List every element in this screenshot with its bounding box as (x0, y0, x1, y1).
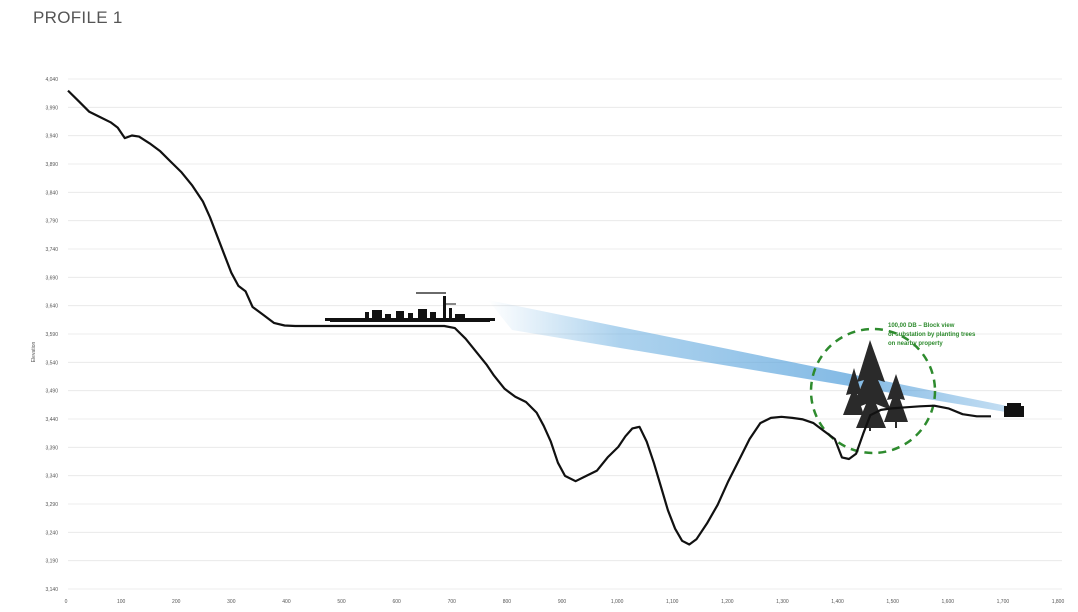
y-tick-label: 3,340 (45, 474, 58, 480)
x-tick-label: 1,100 (666, 599, 679, 605)
y-tick-label: 3,190 (45, 559, 58, 565)
y-tick-label: 3,790 (45, 219, 58, 225)
x-tick-label: 700 (448, 599, 457, 605)
x-tick-label: 1,000 (611, 599, 624, 605)
y-tick-label: 3,240 (45, 530, 58, 536)
y-tick-label: 3,940 (45, 134, 58, 140)
x-tick-label: 1,700 (997, 599, 1010, 605)
x-tick-label: 800 (503, 599, 512, 605)
y-tick-label: 3,990 (45, 105, 58, 111)
x-tick-label: 300 (227, 599, 236, 605)
y-tick-label: 3,640 (45, 304, 58, 310)
page-title: PROFILE 1 (33, 8, 123, 27)
x-tick-label: 1,300 (776, 599, 789, 605)
y-tick-label: 3,590 (45, 332, 58, 338)
x-tick-label: 1,600 (942, 599, 955, 605)
y-tick-label: 4,040 (45, 77, 58, 83)
y-axis-label: Elevation (31, 342, 37, 363)
x-tick-label: 600 (392, 599, 401, 605)
terrain-profile-line (67, 89, 991, 546)
y-tick-label: 3,840 (45, 190, 58, 196)
y-tick-label: 3,890 (45, 162, 58, 168)
annotation-line-2: of substation by planting trees (888, 332, 976, 338)
y-tick-label: 3,390 (45, 445, 58, 451)
annotation-text: 100,00 DB – Block view of substation by … (888, 323, 976, 347)
x-tick-label: 0 (65, 599, 68, 605)
x-tick-label: 1,400 (831, 599, 844, 605)
annotation-line-1: 100,00 DB – Block view (888, 323, 955, 329)
sightline-cone (488, 300, 1012, 413)
y-tick-label: 3,690 (45, 275, 58, 281)
x-tick-label: 500 (337, 599, 346, 605)
y-tick-label: 3,140 (45, 587, 58, 593)
house-icon (1004, 403, 1024, 417)
y-tick-label: 3,440 (45, 417, 58, 423)
y-tick-label: 3,490 (45, 389, 58, 395)
x-tick-label: 400 (282, 599, 291, 605)
tree-icon (843, 340, 908, 431)
y-axis-tick-labels: 3,140 3,190 3,240 3,290 3,340 3,390 3,440 3,490… (45, 77, 58, 593)
x-tick-label: 100 (117, 599, 126, 605)
x-tick-label: 900 (558, 599, 567, 605)
x-tick-label: 1,500 (886, 599, 899, 605)
annotation-circle (809, 327, 937, 455)
x-tick-label: 200 (172, 599, 181, 605)
x-axis-tick-labels: 0 100 200 300 400 500 600 700 800 900 1,000 1,100 1,… (65, 599, 1065, 605)
annotation-line-3: on nearby property (888, 341, 943, 347)
substation-icon (325, 292, 495, 322)
x-tick-label: 1,800 (1052, 599, 1065, 605)
y-tick-label: 3,290 (45, 502, 58, 508)
x-tick-label: 1,200 (721, 599, 734, 605)
y-tick-label: 3,540 (45, 360, 58, 366)
y-tick-label: 3,740 (45, 247, 58, 253)
